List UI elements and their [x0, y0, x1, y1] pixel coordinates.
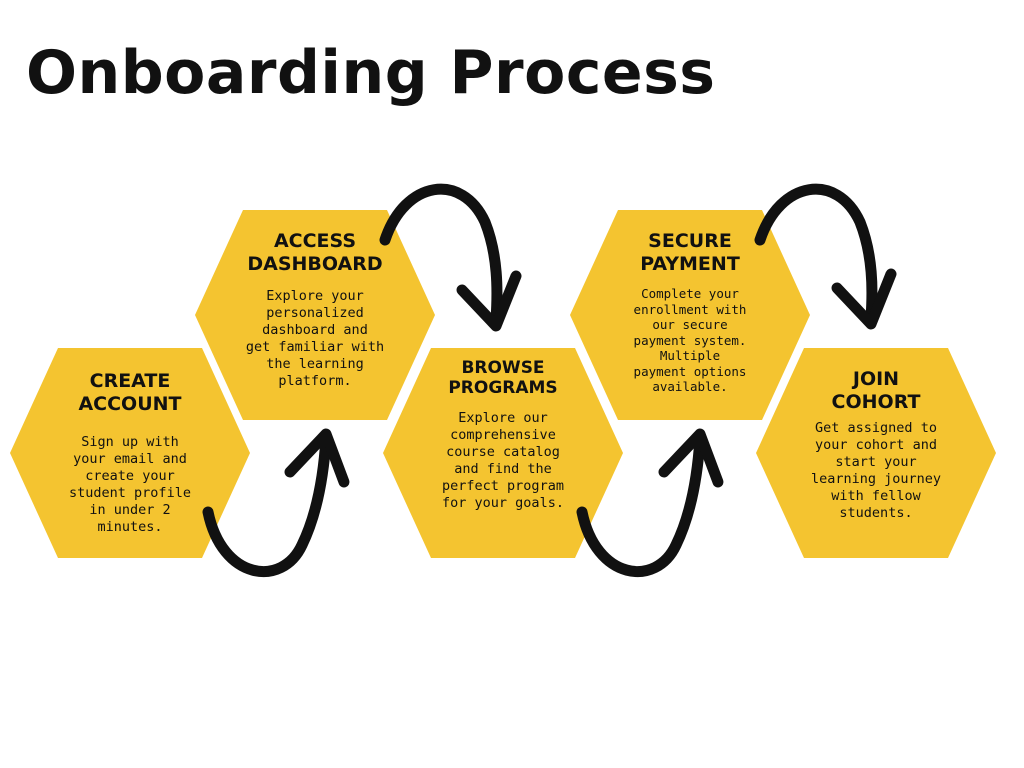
- step-title-line: JOIN: [852, 368, 900, 390]
- step-create-account: CREATE ACCOUNT Sign up with your email a…: [10, 348, 250, 558]
- step-join-cohort: JOIN COHORT Get assigned to your cohort …: [756, 348, 996, 558]
- hexagon-shape: [195, 210, 435, 420]
- step-desc-line: personalized: [266, 305, 364, 321]
- step-desc-line: and find the: [454, 461, 552, 477]
- curved-arrow-up-icon: [202, 428, 350, 577]
- step-desc-line: students.: [839, 505, 913, 521]
- step-desc-line: minutes.: [97, 519, 163, 535]
- step-description: Explore your personalized dashboard and …: [235, 288, 395, 390]
- step-desc-line: perfect program: [442, 478, 564, 494]
- step-desc-line: Explore our: [458, 410, 548, 426]
- step-desc-line: Complete your: [641, 286, 739, 301]
- step-secure-payment: SECURE PAYMENT Complete your enrollment …: [570, 210, 810, 420]
- step-title-line: BROWSE: [461, 358, 545, 378]
- step-title: ACCESS DASHBOARD: [195, 230, 435, 276]
- step-desc-line: in under 2: [89, 502, 171, 518]
- step-desc-line: payment options: [633, 363, 747, 379]
- step-desc-line: student profile: [69, 485, 191, 501]
- step-desc-line: the learning: [266, 356, 364, 372]
- step-desc-line: Multiple: [659, 348, 721, 363]
- step-desc-line: create your: [85, 468, 175, 484]
- step-desc-line: platform.: [278, 373, 352, 389]
- step-title: BROWSE PROGRAMS: [383, 358, 623, 398]
- step-title-line: DASHBOARD: [247, 253, 383, 275]
- step-description: Get assigned to your cohort and start yo…: [801, 420, 951, 522]
- step-desc-line: comprehensive: [450, 427, 556, 443]
- curved-arrow-up-icon: [576, 428, 724, 577]
- step-desc-line: Sign up with: [81, 434, 179, 450]
- step-desc-line: enrollment with: [633, 301, 747, 317]
- hexagon-shape: [756, 348, 996, 558]
- curved-arrow-down-icon: [754, 183, 897, 330]
- step-desc-line: get familiar with: [245, 339, 385, 355]
- step-title-line: COHORT: [831, 391, 921, 413]
- curved-arrow-down-icon: [379, 183, 522, 332]
- step-desc-line: payment system.: [633, 332, 747, 348]
- step-desc-line: our secure: [652, 317, 728, 332]
- page-title: Onboarding Process: [26, 38, 716, 108]
- step-desc-line: dashboard and: [262, 322, 368, 338]
- step-title: CREATE ACCOUNT: [10, 370, 250, 416]
- step-description: Sign up with your email and create your …: [55, 434, 205, 536]
- step-desc-line: learning journey: [810, 471, 942, 487]
- step-browse-programs: BROWSE PROGRAMS Explore our comprehensiv…: [383, 348, 623, 558]
- step-description: Complete your enrollment with our secure…: [620, 286, 760, 395]
- step-desc-line: available.: [652, 379, 728, 394]
- step-desc-line: with fellow: [831, 488, 921, 504]
- step-title-line: SECURE: [648, 230, 732, 252]
- step-access-dashboard: ACCESS DASHBOARD Explore your personaliz…: [195, 210, 435, 420]
- step-title-line: ACCOUNT: [78, 393, 182, 415]
- step-desc-line: Explore your: [266, 288, 364, 304]
- step-description: Explore our comprehensive course catalog…: [428, 410, 578, 512]
- step-desc-line: for your goals.: [442, 495, 564, 511]
- step-desc-line: your email and: [73, 451, 187, 467]
- step-title-line: ACCESS: [273, 230, 357, 252]
- step-title: JOIN COHORT: [756, 368, 996, 414]
- hexagon-shape: [570, 210, 810, 420]
- step-desc-line: your cohort and: [815, 437, 937, 453]
- step-desc-line: course catalog: [446, 444, 560, 460]
- step-desc-line: Get assigned to: [815, 420, 937, 436]
- step-title-line: PROGRAMS: [448, 378, 558, 398]
- step-title-line: PAYMENT: [640, 253, 740, 275]
- step-title-line: CREATE: [89, 370, 171, 392]
- step-title: SECURE PAYMENT: [570, 230, 810, 276]
- step-desc-line: start your: [835, 454, 917, 470]
